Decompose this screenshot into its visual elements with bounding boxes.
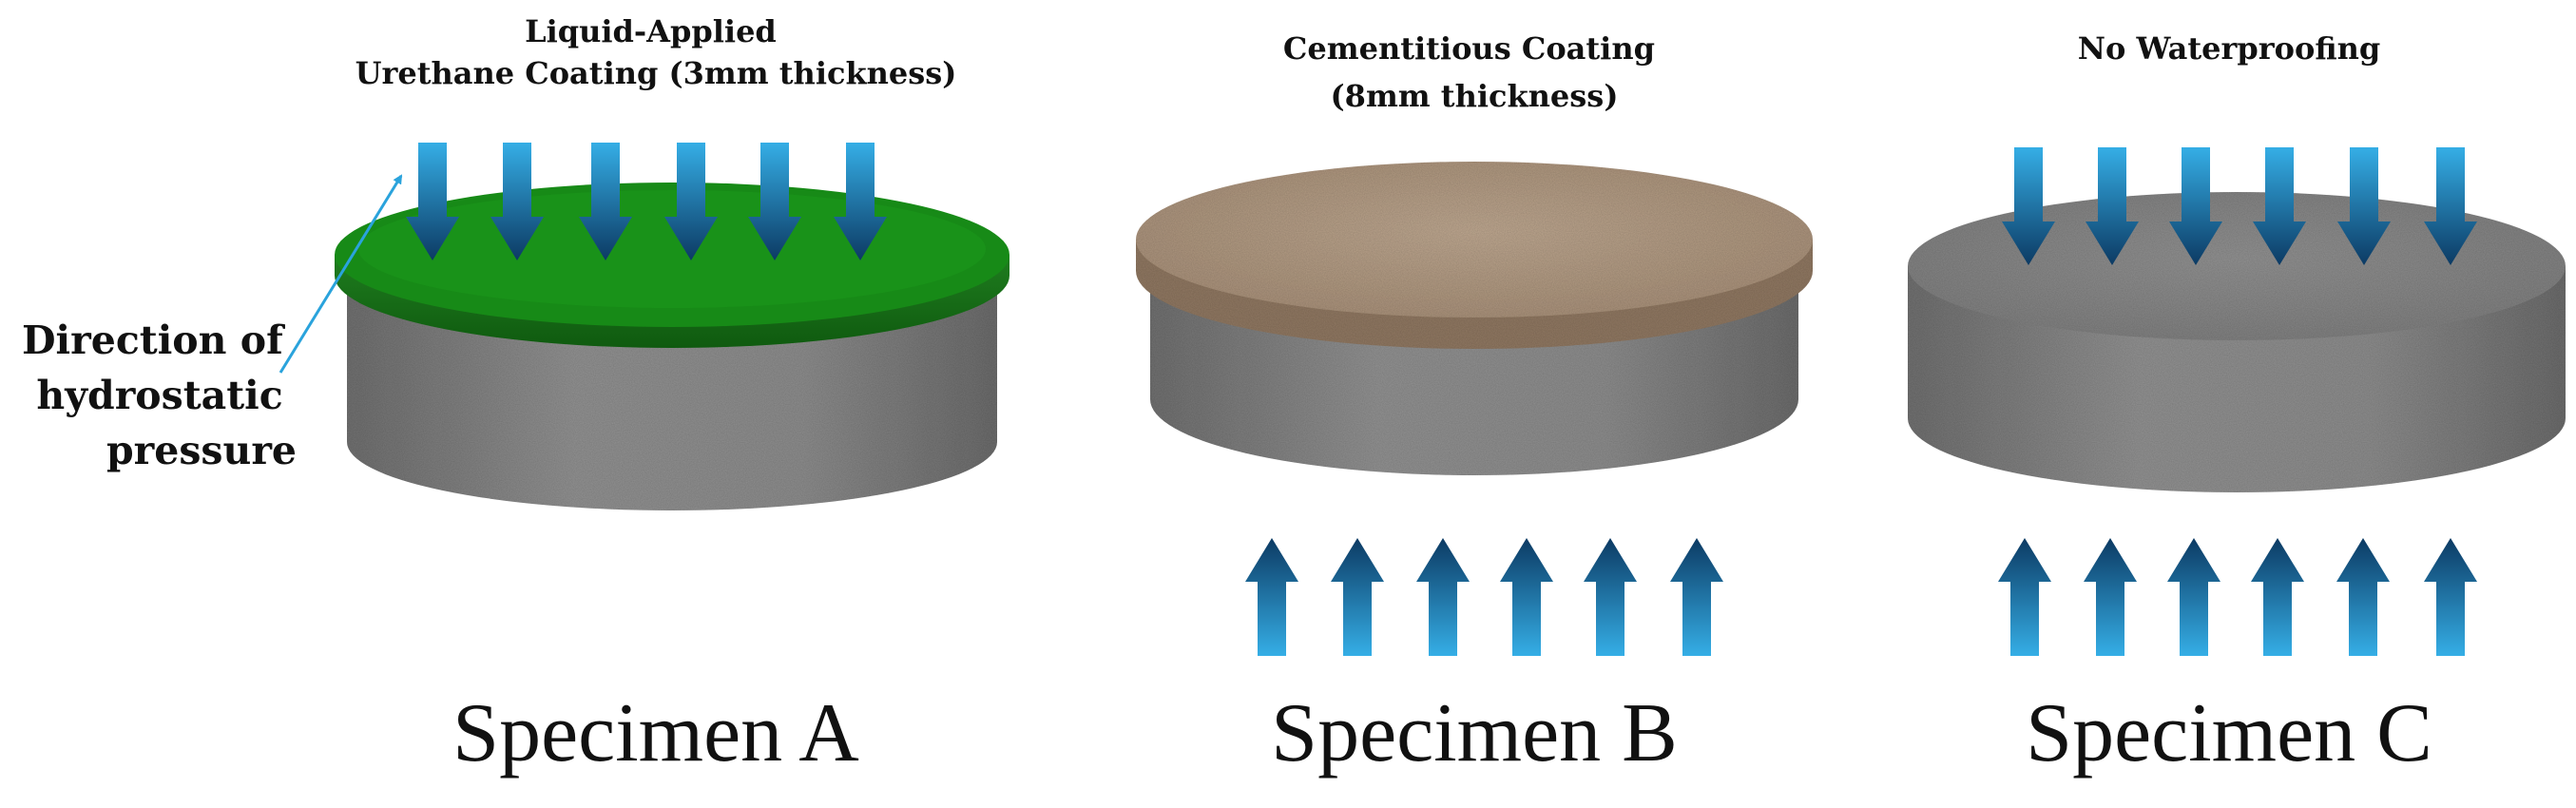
annotation-line-1: Direction of <box>22 317 285 363</box>
pressure-arrow-icon <box>1670 538 1723 656</box>
annotation-line-3: pressure <box>106 428 297 473</box>
pressure-arrow-icon <box>2337 147 2391 265</box>
specimen-a: Liquid-Applied Urethane Coating (3mm thi… <box>335 13 1009 779</box>
coating-title-b-line-2: (8mm thickness) <box>1331 78 1619 114</box>
pressure-arrow-icon <box>1245 538 1298 656</box>
pressure-arrow-icon <box>1500 538 1553 656</box>
pressure-arrow-icon <box>2424 538 2477 656</box>
coating-title-a-line-1: Liquid-Applied <box>525 13 777 49</box>
pressure-arrow-icon <box>2086 147 2139 265</box>
hydrostatic-pressure-annotation: Direction of hydrostatic pressure <box>22 174 403 473</box>
pressure-arrow-icon <box>2251 538 2304 656</box>
specimen-label-a: Specimen A <box>452 687 859 779</box>
coating-title-b: Cementitious Coating (8mm thickness) <box>1283 30 1665 114</box>
pressure-arrow-icon <box>406 143 459 260</box>
cementitious-coating-top <box>1136 162 1813 317</box>
pressure-arrow-icon <box>834 143 887 260</box>
concrete-disc-top-c <box>1908 192 2566 340</box>
coating-title-a: Liquid-Applied Urethane Coating (3mm thi… <box>356 13 957 91</box>
pressure-arrow-icon <box>2167 538 2220 656</box>
specimen-label-b: Specimen B <box>1271 687 1678 779</box>
pressure-arrow-icon <box>2253 147 2306 265</box>
coating-title-b-line-1: Cementitious Coating <box>1283 30 1655 67</box>
pressure-arrow-icon <box>490 143 544 260</box>
pressure-arrows-a-top <box>406 143 887 260</box>
pressure-arrow-icon <box>748 143 801 260</box>
pressure-arrow-icon <box>2424 147 2477 265</box>
pressure-arrow-icon <box>1331 538 1384 656</box>
coating-title-c: No Waterproofing <box>2078 30 2380 67</box>
annotation-line-2: hydrostatic <box>36 373 282 418</box>
specimen-label-c: Specimen C <box>2026 687 2432 779</box>
pressure-arrows-c-top <box>2002 147 2477 265</box>
pressure-arrow-icon <box>579 143 632 260</box>
coating-title-a-line-2: Urethane Coating (3mm thickness) <box>356 55 957 91</box>
pressure-arrows-c-bottom <box>1998 538 2477 656</box>
pressure-arrow-icon <box>2084 538 2137 656</box>
annotation-text: Direction of hydrostatic pressure <box>22 317 297 473</box>
specimen-b: Cementitious Coating (8mm thickness) Spe… <box>1136 30 1813 779</box>
pressure-arrows-b-bottom <box>1245 538 1723 656</box>
pressure-arrow-icon <box>1998 538 2051 656</box>
pressure-arrow-icon <box>1584 538 1637 656</box>
pointer-arrow-icon <box>279 174 403 374</box>
specimen-c: No Waterproofing Specimen C <box>1908 30 2566 779</box>
pressure-arrow-icon <box>664 143 718 260</box>
pressure-arrow-icon <box>1416 538 1470 656</box>
pressure-arrow-icon <box>2336 538 2390 656</box>
pressure-arrow-icon <box>2169 147 2222 265</box>
pressure-arrow-icon <box>2002 147 2055 265</box>
